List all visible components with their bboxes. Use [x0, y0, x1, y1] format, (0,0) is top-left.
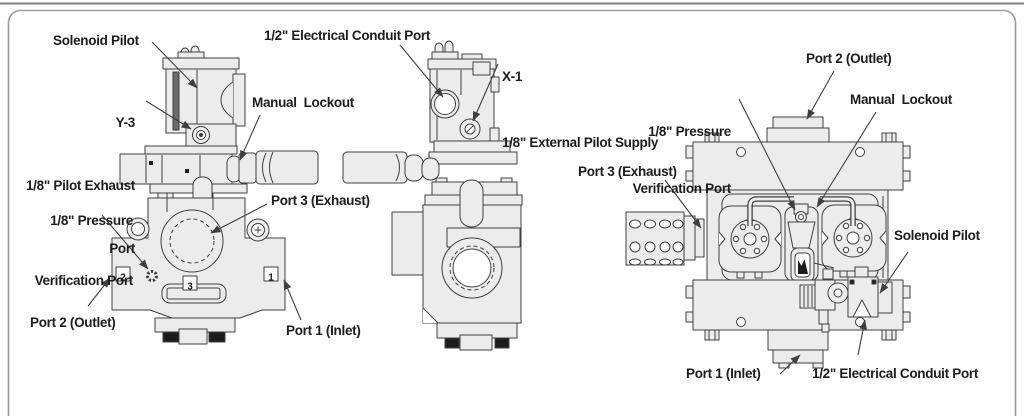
pilot-tubes-top	[747, 196, 856, 226]
port1-boss-top	[767, 329, 829, 369]
arrow-port1-top	[779, 354, 801, 375]
manual-lockout-handle-front	[226, 150, 319, 185]
mounting-feet-front	[154, 317, 236, 345]
callout-solenoid-pilot-top: Solenoid Pilot	[894, 228, 980, 243]
callout-line: 1/8" Pressure	[648, 124, 731, 139]
valve-body-side	[391, 177, 523, 324]
arrow-port2-top	[806, 70, 835, 120]
callout-port1-front: Port 1 (Inlet)	[286, 323, 361, 338]
callout-pressure-verification-front: 1/8" Pressure Verification Port	[16, 171, 134, 331]
port1-marker-square	[263, 266, 279, 282]
arrow-solenoid-pilot-front	[151, 41, 198, 89]
port1-marker-digit: 1	[268, 273, 274, 284]
port2-marker-square	[115, 266, 131, 282]
callout-line: Verification Port	[632, 181, 732, 196]
callout-pressure-verification-top: 1/8" Pressure Verification Port	[630, 84, 732, 236]
left-flange-top	[718, 205, 782, 279]
arrow-port3-front	[210, 203, 268, 234]
callout-line: 1/8" External Pilot Supply	[502, 135, 659, 150]
manual-lockout-lever-top	[784, 203, 835, 283]
manual-lockout-handle-side	[342, 151, 440, 184]
arrow-pressure-verification-front	[101, 214, 149, 270]
port2-boss-top	[766, 116, 830, 144]
arrow-electrical-conduit-top	[857, 319, 867, 356]
arrow-manual-lockout-front	[239, 114, 261, 161]
arrow-solenoid-pilot-top	[879, 251, 909, 294]
callout-port2-top: Port 2 (Outlet)	[806, 51, 892, 66]
solenoid-terminals-front	[177, 45, 205, 60]
arrow-pressure-verification-top	[738, 98, 796, 211]
solenoid-pilot-front	[162, 57, 246, 147]
arrow-pilot-exhaust-front	[145, 100, 192, 130]
arrow-electrical-conduit-side	[399, 44, 444, 98]
solenoid-pilot-top	[799, 266, 893, 333]
arrow-port3-top	[664, 179, 702, 229]
figure-frame	[7, 9, 1017, 416]
callout-external-pilot-side: X-1 1/8" External Pilot Supply	[502, 22, 658, 198]
callout-solenoid-pilot-front: Solenoid Pilot	[53, 33, 139, 48]
callout-pilot-exhaust-front: Y-3 1/8" Pilot Exhaust Port	[18, 70, 135, 301]
callout-line: Y-3	[115, 115, 136, 130]
callout-line: Verification Port	[34, 273, 134, 288]
pressure-verification-port-icon	[146, 270, 158, 282]
port2-marker-digit: 2	[120, 273, 126, 284]
arrow-manual-lockout-top	[816, 111, 877, 208]
solenoid-pilot-side	[427, 58, 518, 165]
port3-marker-square	[182, 275, 198, 291]
callout-arrows	[87, 41, 909, 375]
mounting-feet-side	[436, 322, 518, 351]
callout-electrical-conduit-side: 1/2" Electrical Conduit Port	[264, 28, 431, 43]
top-view	[625, 116, 911, 369]
lockout-band-front	[119, 145, 248, 208]
callout-manual-lockout-front: Manual Lockout	[252, 95, 355, 110]
callout-port3-front: Port 3 (Exhaust)	[271, 193, 370, 208]
solenoid-terminals-side	[431, 40, 483, 61]
front-view: 2 1 3	[111, 45, 319, 345]
muffler-top	[625, 211, 705, 266]
top-flange-bar	[692, 141, 904, 191]
arrow-port2-front	[87, 277, 111, 307]
callout-line: 1/8" Pilot Exhaust	[25, 178, 135, 193]
callout-port1-top: Port 1 (Inlet)	[686, 366, 761, 381]
side-view	[342, 40, 523, 351]
screw-cross-icon	[254, 226, 262, 234]
callout-line: Port	[109, 241, 135, 256]
callout-port2-front: Port 2 (Outlet)	[30, 315, 116, 330]
arrow-external-pilot-side	[472, 63, 499, 122]
callout-line: 1/8" Pressure	[50, 213, 133, 228]
callout-port3-top: Port 3 (Exhaust)	[578, 164, 677, 179]
valve-body-front: 2 1 3	[111, 193, 286, 319]
callout-manual-lockout-top: Manual Lockout	[850, 92, 953, 107]
callout-electrical-conduit-top: 1/2" Electrical Conduit Port	[812, 366, 979, 381]
callout-line: X-1	[502, 69, 523, 84]
lockout-glyph-icon	[798, 259, 808, 274]
port3-marker-digit: 3	[187, 282, 193, 293]
arrow-port1-front	[283, 279, 302, 321]
